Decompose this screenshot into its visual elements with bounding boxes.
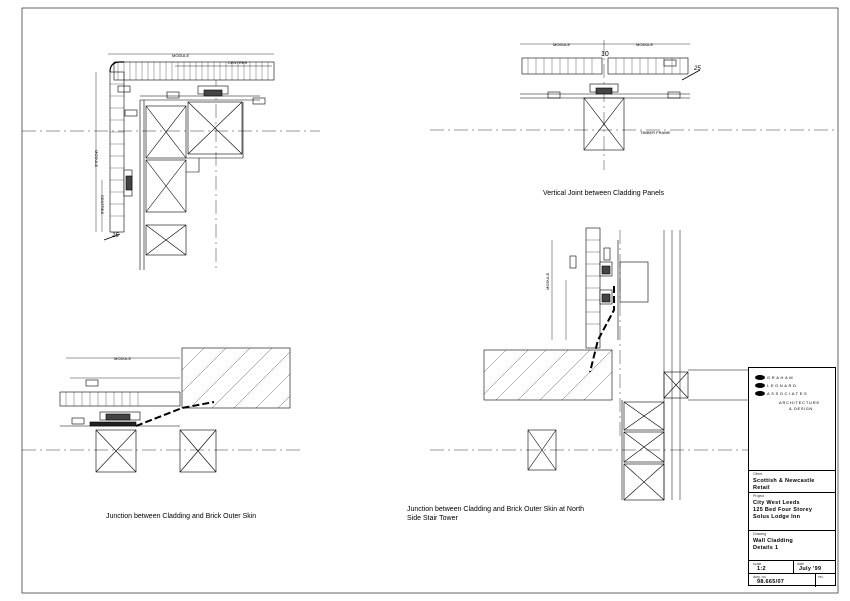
logo-dot-1 [755, 375, 765, 380]
firm-subtitle-2: & DESIGN [789, 406, 813, 411]
date-value: July '99 [799, 566, 822, 572]
vertical-joint-detail [430, 40, 838, 170]
project-row: Project City West Leeds 125 Bed Four Sto… [749, 492, 835, 530]
brick-skin-detail [22, 347, 300, 473]
drawing-line-1: Wall Cladding [753, 538, 794, 544]
module-label-5: MODULE [114, 356, 131, 361]
firm-name-line-3: ASSOCIATES [767, 391, 809, 396]
client-row: Client Scottish & Newcastle Retail [749, 470, 835, 492]
centres-label-1: CENTRES [228, 60, 247, 65]
vertical-joint-caption: Vertical Joint between Cladding Panels [543, 190, 665, 197]
logo-dot-2 [755, 383, 765, 388]
stair-tower-detail [430, 227, 748, 501]
stair-tower-caption: Junction between Cladding and Brick Oute… [407, 506, 585, 522]
centres-label-2: CENTRES [100, 195, 105, 214]
module-label-1: MODULE [172, 53, 189, 58]
dwg-no-value: 98.665/07 [757, 579, 785, 585]
slope-label-1: 25 [111, 233, 119, 239]
firm-subtitle: ARCHITECTURE [779, 400, 820, 405]
firm-name-line-2: LEONARD [767, 383, 798, 388]
drawing-label: Drawing [753, 532, 767, 536]
scale-date-row: scale 1:2 date July '99 [749, 560, 835, 574]
scale-value: 1:2 [757, 566, 766, 572]
timber-frame-label: TIMBER FRAME [640, 130, 671, 135]
date-label: date [797, 562, 804, 566]
dwg-no-row: dwg. no. 98.665/07 rev. [749, 573, 835, 587]
project-label: Project [753, 494, 765, 498]
dwg-no-label: dwg. no. [753, 575, 767, 579]
project-line-1: City West Leeds [753, 500, 800, 506]
drawing-line-2: Details 1 [753, 545, 779, 551]
scale-label: scale [753, 562, 762, 566]
module-label-2: MODULE [94, 150, 99, 167]
project-line-3: Solus Lodge Inn [753, 514, 801, 520]
module-label-4: MODULE [636, 42, 653, 47]
corner-detail [22, 53, 320, 270]
slope-label-2: 25 [693, 66, 701, 72]
module-label-3: MODULE [553, 42, 570, 47]
joint-width-label: 10 [601, 51, 609, 58]
drawing-row: Drawing Wall Cladding Details 1 [749, 530, 835, 560]
project-line-2: 125 Bed Four Storey [753, 507, 813, 513]
logo-dot-3 [755, 391, 765, 396]
rev-label: rev. [818, 575, 824, 579]
client-value: Scottish & Newcastle Retail [753, 478, 815, 491]
firm-name-line-1: GRAHAM [767, 375, 795, 380]
module-label-6: MODULE [545, 273, 550, 290]
title-block: GRAHAM LEONARD ASSOCIATES ARCHITECTURE &… [748, 367, 836, 587]
brick-skin-caption: Junction between Cladding and Brick Oute… [106, 513, 257, 520]
client-label: Client [753, 472, 763, 476]
